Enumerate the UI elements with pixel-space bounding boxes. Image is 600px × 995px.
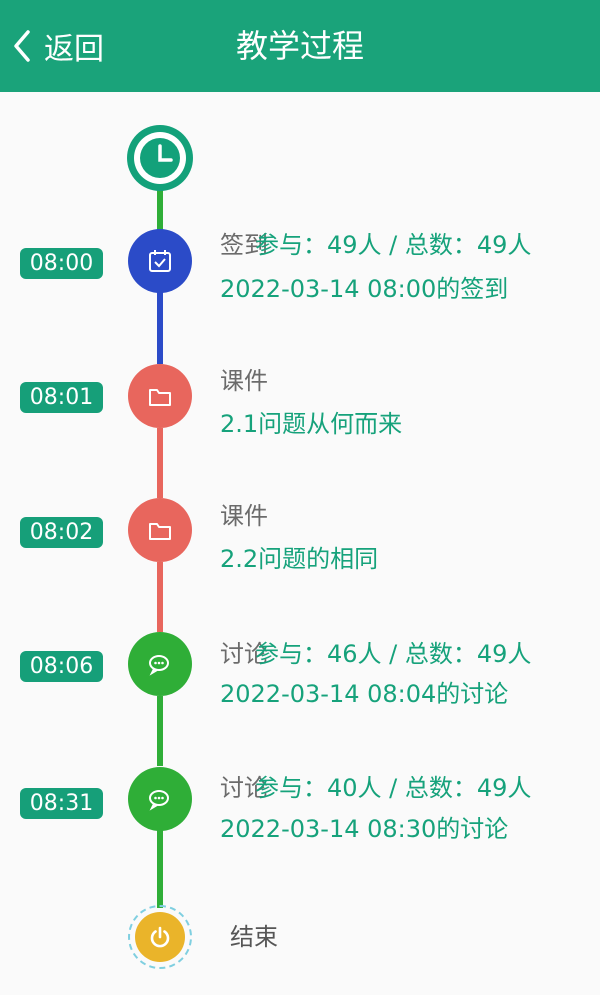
back-label: 返回 — [44, 32, 104, 67]
discussion-node[interactable] — [128, 767, 192, 831]
power-icon — [150, 926, 170, 948]
event-time: 08:00 — [20, 248, 103, 279]
timeline-segment — [157, 428, 163, 498]
event-detail[interactable]: 2.2问题的相同 — [220, 545, 379, 573]
event-type: 讨论 — [220, 640, 268, 668]
event-type: 讨论 — [220, 774, 268, 802]
page-title: 教学过程 — [235, 27, 364, 65]
end-label: 结束 — [230, 923, 278, 951]
event-time: 08:31 — [20, 788, 103, 819]
folder-icon — [149, 523, 171, 540]
event-stats: 参与：46人 / 总数：49人 — [255, 640, 532, 668]
end-node — [128, 905, 192, 969]
chat-bubbles-icon — [149, 655, 169, 676]
timeline-segment — [157, 292, 163, 364]
event-time: 08:01 — [20, 382, 103, 413]
event-stats: 参与：49人 / 总数：49人 — [255, 231, 532, 259]
clock-icon — [127, 125, 193, 191]
folder-icon — [149, 389, 171, 406]
event-detail[interactable]: 2022-03-14 08:04的讨论 — [220, 680, 509, 708]
event-stats: 参与：40人 / 总数：49人 — [255, 774, 532, 802]
courseware-node[interactable] — [128, 364, 192, 428]
timeline-segment — [157, 562, 163, 632]
back-button[interactable]: 返回 — [8, 22, 104, 70]
event-type: 课件 — [220, 502, 268, 530]
event-type: 课件 — [220, 367, 268, 395]
event-detail[interactable]: 2022-03-14 08:00的签到 — [220, 275, 509, 303]
header-bar: 返回 教学过程 — [0, 0, 600, 92]
event-detail[interactable]: 2.1问题从何而来 — [220, 410, 403, 438]
timeline-segment — [157, 696, 163, 766]
timeline-segment — [157, 830, 163, 908]
event-detail[interactable]: 2022-03-14 08:30的讨论 — [220, 815, 509, 843]
signin-node[interactable] — [128, 229, 192, 293]
event-type: 签到 — [220, 231, 268, 259]
calendar-check-icon — [149, 250, 171, 272]
chat-bubbles-icon — [149, 790, 169, 811]
event-time: 08:02 — [20, 517, 103, 548]
chevron-left-icon — [14, 30, 30, 62]
discussion-node[interactable] — [128, 632, 192, 696]
courseware-node[interactable] — [128, 498, 192, 562]
timeline-segment — [157, 190, 163, 235]
event-time: 08:06 — [20, 651, 103, 682]
